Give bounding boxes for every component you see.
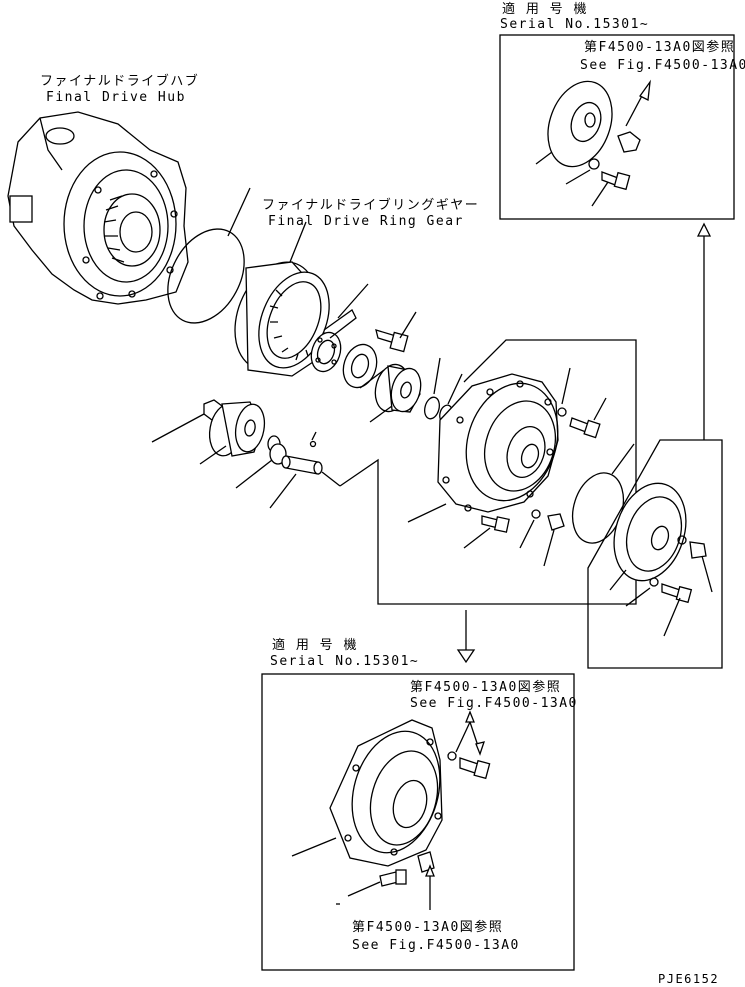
- bottom-box-ref1-en: See Fig.F4500-13A0: [410, 696, 578, 711]
- ring-gear-label-jp: ファイナルドライブリングギヤー: [262, 198, 480, 213]
- top-box-serial: Serial No.15301~: [500, 17, 650, 32]
- cover-bolts: [463, 367, 607, 567]
- o-ring-large: [167, 187, 251, 324]
- bottom-box-ref2-jp: 第F4500-13A0図参照: [352, 920, 504, 935]
- carrier-bearing: [310, 283, 378, 389]
- bottom-box-serial: Serial No.15301~: [270, 654, 420, 669]
- top-box-ref-en: See Fig.F4500-13A0: [580, 58, 745, 73]
- bolt-upper: [375, 311, 417, 353]
- final-drive-hub: [7, 111, 189, 305]
- hub-label-en: Final Drive Hub: [46, 90, 186, 105]
- final-drive-ring-gear: [234, 221, 330, 377]
- top-inset-box: [499, 34, 735, 220]
- drawing-code: PJE6152: [658, 972, 720, 986]
- planet-shaft: [269, 431, 341, 509]
- planet-gear-left: [151, 399, 287, 489]
- final-drive-cover: [339, 339, 637, 605]
- bottom-box-ref1-jp: 第F4500-13A0図参照: [410, 680, 562, 695]
- planet-gear-right: [359, 363, 422, 423]
- ring-gear-label-en: Final Drive Ring Gear: [268, 214, 464, 229]
- alt-cover-assembly: [587, 222, 723, 669]
- bottom-inset-box: [261, 610, 575, 971]
- hub-label-jp: ファイナルドライブハブ: [40, 74, 200, 89]
- top-box-title-jp: 適 用 号 機: [502, 2, 588, 17]
- top-box-ref-jp: 第F4500-13A0図参照: [584, 40, 736, 55]
- bottom-box-title-jp: 適 用 号 機: [272, 638, 358, 653]
- bottom-box-ref2-en: See Fig.F4500-13A0: [352, 938, 520, 953]
